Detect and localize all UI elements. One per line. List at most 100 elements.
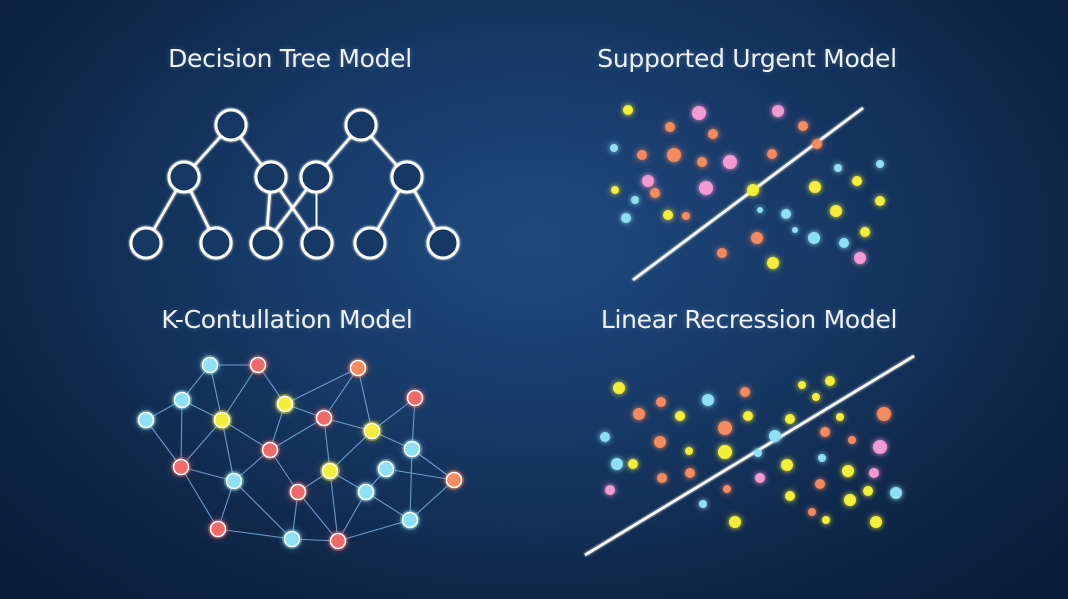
scatter-point [623,105,633,115]
network-node [283,530,301,548]
scatter-point [633,408,645,420]
network-node [445,471,463,489]
scatter-point [702,394,714,406]
network-node [213,411,231,429]
scatter-point [890,487,902,499]
scatter-point [723,485,731,493]
scatter-point [682,212,690,220]
scatter-point [820,427,830,437]
network-node [209,520,227,538]
scatter-point [657,473,667,483]
network-node [357,483,375,501]
regression-line [584,354,915,557]
network-edge [217,528,293,540]
scatter-point [611,186,619,194]
tree-node [300,226,334,260]
network-node [401,511,419,529]
scatter-point [740,387,750,397]
network-edge [329,470,339,542]
scatter-point [844,494,856,506]
scatter-point [809,181,821,193]
scatter-point [650,188,660,198]
scatter-point [781,209,791,219]
network-edge [233,480,293,540]
scatter-point [628,459,638,469]
scatter-point [621,213,631,223]
scatter-point [751,232,763,244]
scatter-point [743,411,753,421]
scatter-point [699,181,713,195]
network-node [261,441,279,459]
tree-node [426,226,460,260]
scatter-point [754,449,762,457]
network-node [363,422,381,440]
scatter-point [654,436,666,448]
scatter-point [699,500,707,508]
scatter-point [747,184,759,196]
scatter-point [873,440,887,454]
scatter-point [870,516,882,528]
scatter-point [852,176,862,186]
tree-node [344,108,378,142]
scatter-point [863,486,873,496]
tree-node [129,226,163,260]
tree-node [214,108,248,142]
tree-node [299,160,333,194]
scatter-point [692,106,706,120]
scatter-point [769,430,781,442]
network-node [225,472,243,490]
network-node [249,356,267,374]
network-node [329,532,347,550]
scatter-point [812,393,820,401]
network-node [403,440,421,458]
scatter-point [767,149,777,159]
scatter-point [667,148,681,162]
network-edge [337,519,411,542]
scatter-point [600,432,610,442]
scatter-point [631,196,639,204]
scatter-point [675,411,685,421]
scatter-point [860,227,870,237]
network-node [377,460,395,478]
network-node [172,458,190,476]
scatter-point [822,516,830,524]
network-edge [221,364,259,421]
network-edge [180,419,223,468]
network-node [321,462,339,480]
scatter-point [836,413,844,421]
network-edge [221,419,235,482]
scatter-point [605,485,615,495]
scatter-point [785,491,795,501]
scatter-point [757,207,763,213]
scatter-point [781,459,793,471]
scatter-point [875,196,885,206]
scatter-point [637,150,647,160]
scatter-point [825,376,835,386]
network-node [137,411,155,429]
scatter-point [665,122,675,132]
scatter-point [718,445,732,459]
network-node [289,483,307,501]
network-edge [385,468,455,481]
scatter-point [613,382,625,394]
scatter-point [697,157,707,167]
scatter-point [815,479,825,489]
scatter-point [610,144,618,152]
network-node [173,391,191,409]
tree-node [199,226,233,260]
scatter-point [854,252,866,264]
network-edge [297,491,339,542]
scatter-point [656,397,666,407]
scatter-point [718,421,732,435]
network-edge [269,417,325,451]
scatter-point [685,447,693,455]
network-node [406,389,424,407]
scatter-point [869,468,879,478]
scatter-point [785,414,795,424]
regression-model-title: Linear Recression Model [600,305,898,334]
scatter-point [818,454,826,462]
network-node [201,356,219,374]
tree-node [249,226,283,260]
network-edge [357,367,373,432]
